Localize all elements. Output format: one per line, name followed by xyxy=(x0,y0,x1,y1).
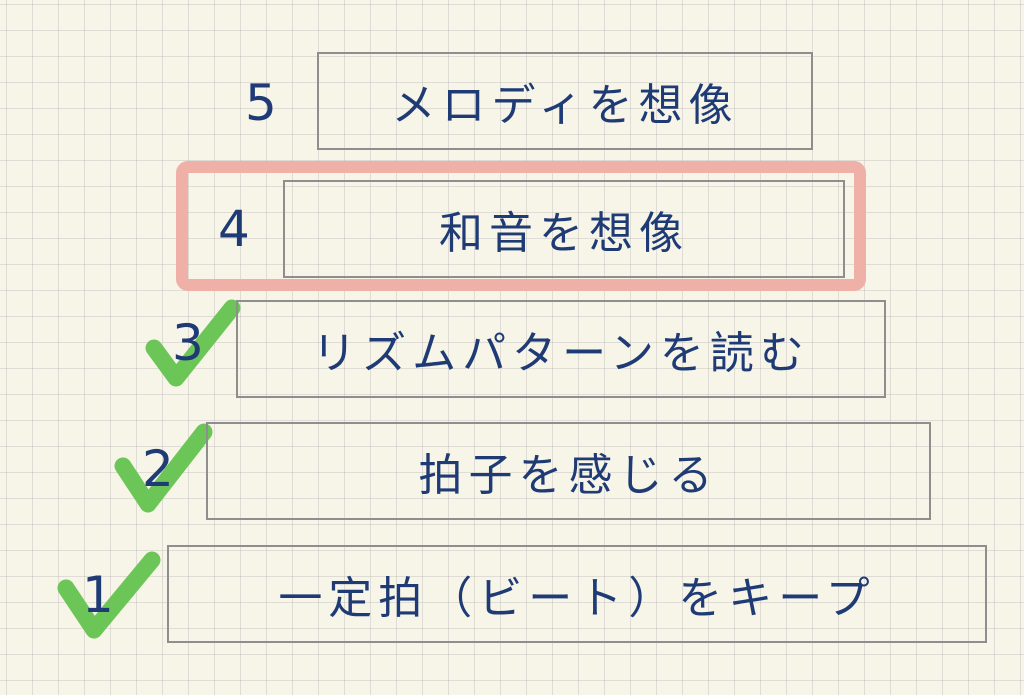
current-step-highlight xyxy=(176,161,866,291)
checkmark-icon xyxy=(145,299,241,387)
step-box: 和音を想像 xyxy=(283,180,845,278)
step-box: リズムパターンを読む xyxy=(236,300,886,398)
step-box: 一定拍（ビート）をキープ xyxy=(167,545,987,643)
step-number: 2 xyxy=(142,440,174,498)
step-box: 拍子を感じる xyxy=(206,422,931,520)
step-number: 3 xyxy=(172,314,204,372)
step-label: 一定拍（ビート）をキープ xyxy=(278,573,876,624)
step-label: メロディを想像 xyxy=(391,80,739,131)
step-label: リズムパターンを読む xyxy=(312,328,810,379)
step-label: 拍子を感じる xyxy=(418,450,719,501)
step-label: 和音を想像 xyxy=(439,208,689,259)
step-number: 4 xyxy=(218,200,250,258)
checkmark-icon xyxy=(57,551,161,639)
step-box: メロディを想像 xyxy=(317,52,813,150)
step-number: 1 xyxy=(82,566,114,624)
checkmark-icon xyxy=(114,423,213,513)
step-number: 5 xyxy=(245,74,277,132)
